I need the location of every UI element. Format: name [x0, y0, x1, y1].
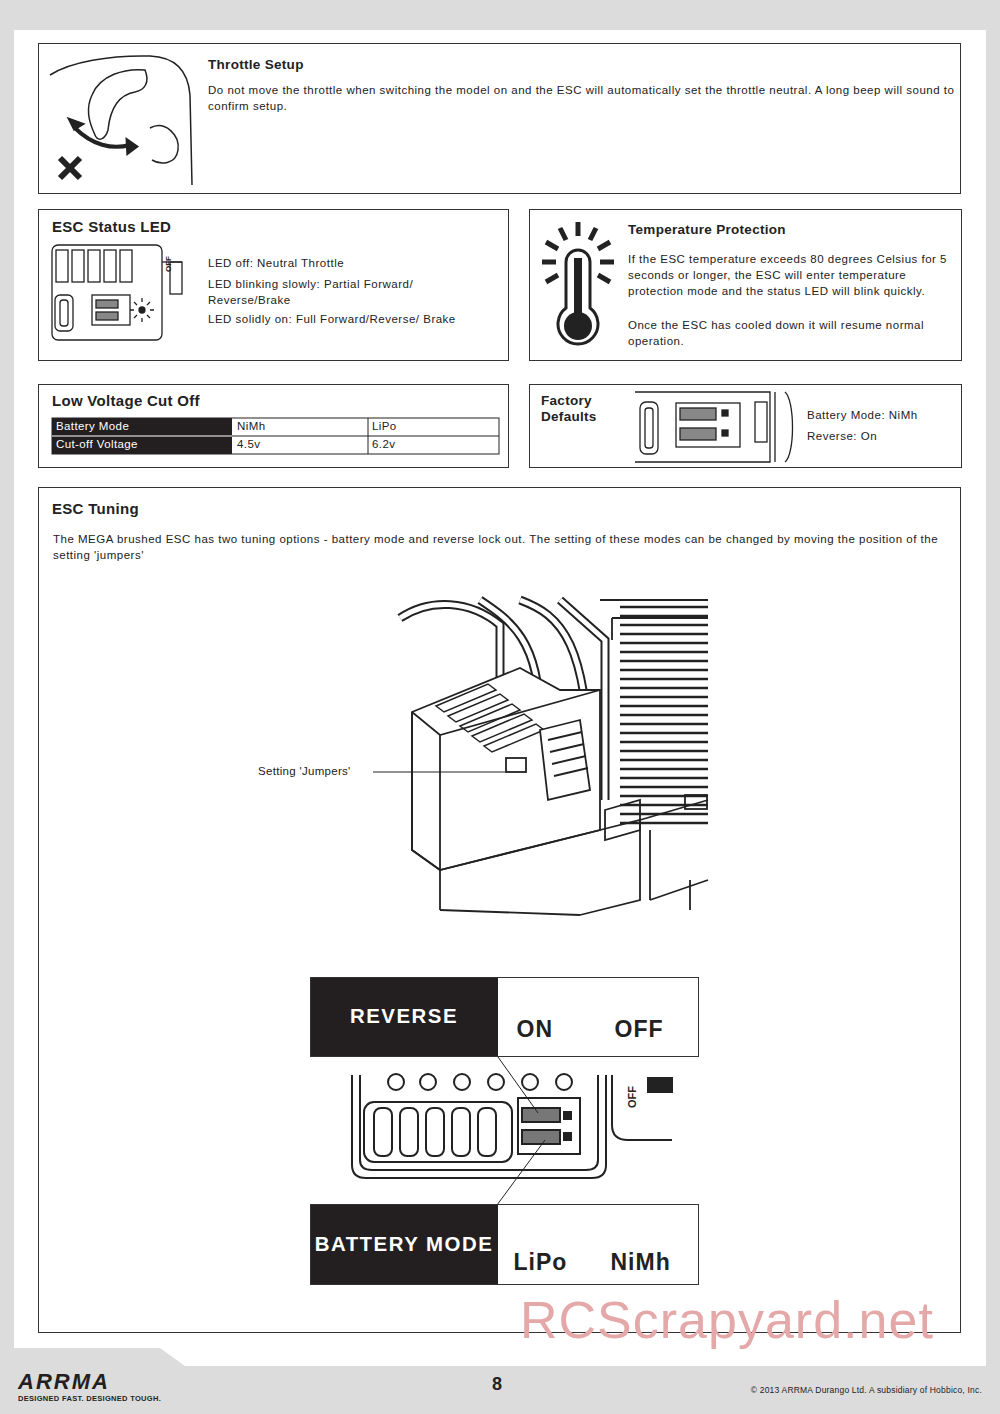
option-label: NiMh [611, 1249, 696, 1276]
setting-box: BATTERY MODE LiPo NiMh [310, 1204, 699, 1285]
setting-box: REVERSE ON OFF [310, 977, 699, 1057]
info-panel: ESC Status LED LED off: Neutral ThrottleL… [38, 209, 509, 361]
voltage-table [52, 418, 499, 454]
label-text: DESIGNED FAST. DESIGNED TOUGH. [18, 1394, 161, 1403]
option-label: OFF [615, 1016, 685, 1043]
body-text: Battery Mode: NiMh [807, 407, 957, 423]
panel-heading: Low Voltage Cut Off [52, 393, 352, 409]
label-text: © 2013 ARRMA Durango Ltd. A subsidiary o… [751, 1385, 982, 1395]
label-text: Battery Mode [56, 420, 129, 432]
tuning-panel: ESC TuningThe MEGA brushed ESC has two t… [38, 487, 961, 1333]
side-band [986, 0, 1000, 1414]
label-text: Setting 'Jumpers' [258, 765, 351, 777]
label-text: NiMh [237, 420, 265, 432]
label-text: LiPo [372, 420, 397, 432]
panel-heading: ESC Status LED [52, 219, 352, 235]
body-text: LED blinking slowly: Partial Forward/ Re… [208, 276, 498, 308]
footer-band [0, 1366, 1000, 1414]
body-text: If the ESC temperature exceeds 80 degree… [628, 251, 953, 299]
label-text: 8 [492, 1374, 502, 1395]
body-text: LED off: Neutral Throttle [208, 255, 498, 271]
panel-heading: ESC Tuning [52, 501, 352, 517]
body-text: The MEGA brushed ESC has two tuning opti… [53, 531, 946, 563]
top-band [0, 0, 1000, 30]
esc-illustration [373, 600, 708, 915]
label-text: RCScrapyard.net [520, 1290, 934, 1350]
footer-tab [0, 1348, 185, 1366]
option-label: LiPo [514, 1249, 584, 1276]
info-panel: Throttle Setup Do not move the throttle w… [38, 43, 961, 194]
panel-heading: Factory Defaults [541, 393, 631, 425]
side-band [0, 0, 14, 1414]
thermometer-icon [542, 222, 614, 344]
body-text: Once the ESC has cooled down it will res… [628, 317, 953, 349]
panel-heading: REVERSE [311, 978, 498, 1056]
label-text: ARRMA [18, 1369, 110, 1395]
label-text: Cut-off Voltage [56, 438, 138, 450]
info-panel: Temperature Protection If the ESC tempera… [529, 209, 962, 361]
body-text: Reverse: On [807, 428, 957, 444]
label-text: 4.5v [237, 438, 260, 450]
body-text: LED solidly on: Full Forward/Reverse/ Br… [208, 311, 498, 327]
label-text: OFF [626, 1086, 638, 1108]
throttle-icon [50, 56, 192, 185]
info-panel: Factory Defaults Battery Mode: NiMhRevers… [529, 384, 962, 468]
body-text: Do not move the throttle when switching … [208, 82, 960, 114]
jumper-closeup [352, 1057, 672, 1205]
panel-heading: BATTERY MODE [311, 1205, 498, 1284]
led-esc-thumbnail [52, 245, 182, 340]
defaults-esc-thumbnail [635, 392, 793, 462]
panel-heading: Throttle Setup [208, 57, 908, 73]
panel-heading: Temperature Protection [628, 222, 948, 238]
label-text: 6.2v [372, 438, 395, 450]
option-label: ON [517, 1016, 577, 1043]
label-text: OFF [164, 256, 173, 272]
